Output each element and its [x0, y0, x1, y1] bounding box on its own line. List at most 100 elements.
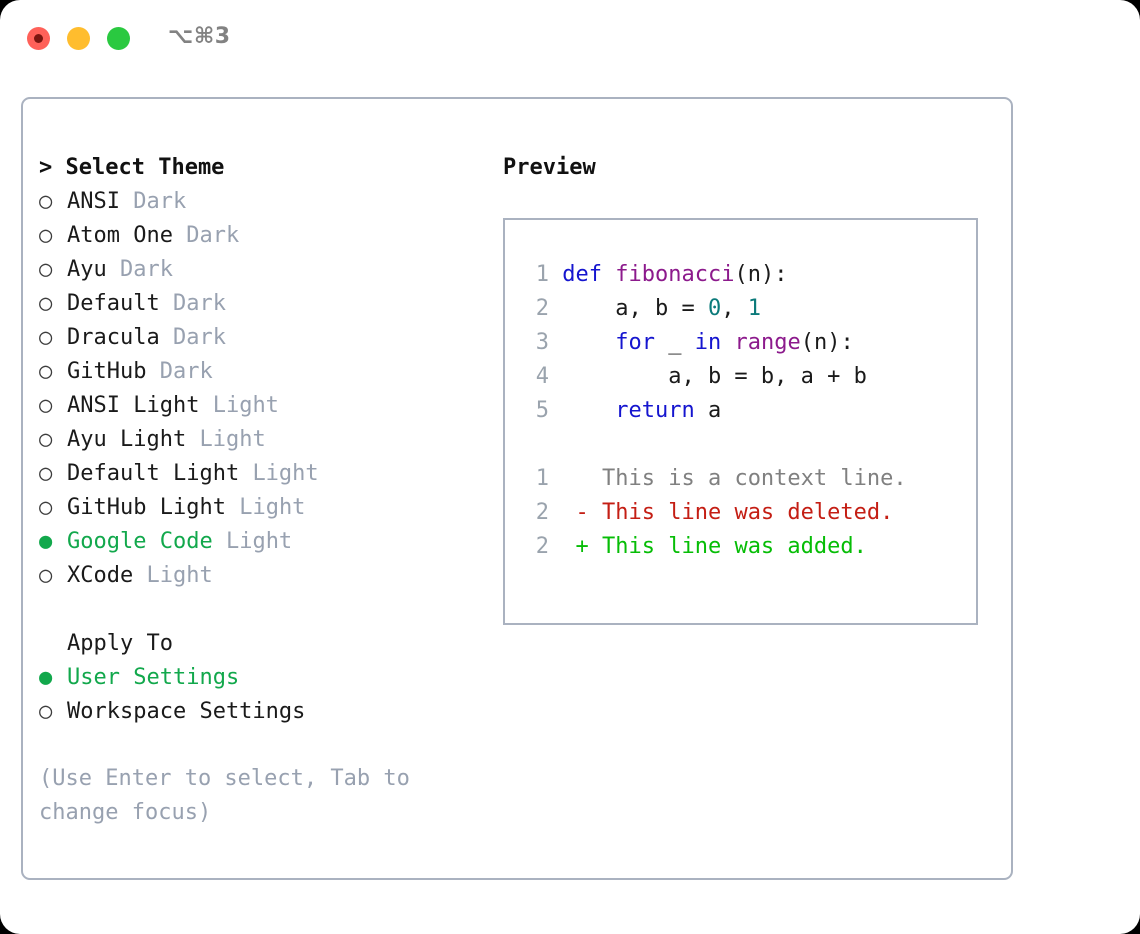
- theme-option-ansi-light[interactable]: ○ANSI Light Light: [39, 389, 469, 423]
- theme-option-kind: Dark: [172, 291, 226, 316]
- theme-option-label: Ayu Light: [67, 427, 187, 452]
- code-token-fn: range: [734, 330, 801, 355]
- code-line: 4 a, b = b, a + b: [525, 360, 976, 394]
- keyboard-hint-text: (Use Enter to select, Tab to change focu…: [39, 766, 424, 825]
- line-number: 4: [535, 364, 549, 389]
- theme-option-default[interactable]: ○ Default Dark: [39, 287, 469, 321]
- theme-option-list[interactable]: ○ANSI Dark○Atom One Dark○Ayu Dark○Defaul…: [39, 185, 469, 593]
- line-number: 2: [535, 296, 549, 321]
- apply-to-header: Apply To: [67, 631, 173, 656]
- theme-option-kind: Dark: [172, 325, 226, 350]
- theme-option-label: ANSI Light: [67, 393, 200, 418]
- apply-to-option-user-settings[interactable]: ●User Settings: [39, 661, 469, 695]
- radio-unselected-icon: ○: [39, 359, 53, 384]
- theme-option-kind: Light: [225, 529, 293, 554]
- code-line: 2 a, b = 0, 1: [525, 292, 976, 326]
- close-button[interactable]: [27, 27, 50, 50]
- code-token-kw: in: [694, 330, 722, 355]
- code-token-kw: def: [562, 262, 616, 287]
- radio-unselected-icon: ○: [39, 461, 53, 486]
- theme-option-label: ANSI: [67, 189, 120, 214]
- theme-option-kind: Dark: [159, 359, 213, 384]
- code-token-num: 1: [747, 296, 761, 321]
- radio-unselected-icon: ○: [39, 563, 53, 588]
- theme-option-kind: Light: [252, 461, 319, 486]
- close-icon: [34, 34, 43, 43]
- diff-text: This line was added.: [588, 534, 867, 559]
- theme-selector-panel: > Select Theme ○ANSI Dark○Atom One Dark○…: [21, 97, 1013, 880]
- theme-option-dracula[interactable]: ○ Dracula Dark: [39, 321, 469, 355]
- theme-option-kind: Light: [199, 427, 266, 452]
- theme-option-github[interactable]: ○GitHub Dark: [39, 355, 469, 389]
- theme-list-column: > Select Theme ○ANSI Dark○Atom One Dark○…: [39, 151, 469, 729]
- code-token-pl: [562, 330, 615, 355]
- radio-unselected-icon: ○: [39, 699, 53, 724]
- code-token-pl: (n):: [734, 262, 788, 287]
- theme-option-xcode[interactable]: ○ XCode Light: [39, 559, 469, 593]
- code-token-pl: ,: [721, 296, 748, 321]
- code-token-pl: a, b =: [562, 296, 708, 321]
- theme-option-default-light[interactable]: ○ Default Light Light: [39, 457, 469, 491]
- radio-unselected-icon: ○: [39, 189, 53, 214]
- theme-option-github-light[interactable]: ○ GitHub Light Light: [39, 491, 469, 525]
- code-token-num: 0: [707, 296, 722, 321]
- theme-option-label: GitHub Light: [67, 495, 226, 520]
- zoom-button[interactable]: [107, 27, 130, 50]
- theme-option-ansi[interactable]: ○ANSI Dark: [39, 185, 469, 219]
- apply-to-option-workspace-settings[interactable]: ○ Workspace Settings: [39, 695, 469, 729]
- diff-line-add: 2 + This line was added.: [525, 530, 976, 564]
- diff-text: This line was deleted.: [588, 500, 894, 525]
- theme-option-ayu-light[interactable]: ○ Ayu Light Light: [39, 423, 469, 457]
- diff-line-ctx: 1 This is a context line.: [525, 462, 976, 496]
- theme-option-label: Default Light: [67, 461, 240, 486]
- theme-option-google-code[interactable]: ● Google Code Light: [39, 525, 469, 559]
- diff-line-del: 2 - This line was deleted.: [525, 496, 976, 530]
- code-token-pl: _: [654, 330, 695, 355]
- theme-option-label: Google Code: [67, 529, 213, 554]
- preview-title: Preview: [503, 155, 596, 180]
- line-number: 5: [535, 398, 549, 423]
- minimize-button[interactable]: [67, 27, 90, 50]
- radio-selected-icon: ●: [39, 529, 53, 554]
- theme-option-kind: Light: [146, 563, 213, 588]
- diff-sample: 1 This is a context line.2 - This line w…: [525, 462, 976, 564]
- radio-unselected-icon: ○: [39, 291, 53, 316]
- code-token-pl: [721, 330, 734, 355]
- theme-option-ayu[interactable]: ○Ayu Dark: [39, 253, 469, 287]
- code-token-fn: fibonacci: [615, 262, 735, 287]
- code-line: 5 return a: [525, 394, 976, 428]
- theme-option-label: Atom One: [67, 223, 173, 248]
- diff-marker: -: [575, 500, 589, 525]
- line-number: 1: [535, 466, 549, 491]
- code-line: 1 def fibonacci(n):: [525, 258, 976, 292]
- theme-option-label: XCode: [67, 563, 134, 588]
- apply-to-option-list[interactable]: ●User Settings ○ Workspace Settings: [39, 661, 469, 729]
- line-number: 2: [535, 500, 549, 525]
- code-line: 3 for _ in range(n):: [525, 326, 976, 360]
- diff-marker: +: [575, 534, 589, 559]
- diff-text: This is a context line.: [588, 466, 907, 491]
- code-token-kw: for: [615, 330, 655, 355]
- list-spacer: [39, 593, 469, 627]
- title-bar: ⌥⌘3: [0, 0, 1140, 78]
- theme-option-atom-one[interactable]: ○Atom One Dark: [39, 219, 469, 253]
- radio-unselected-icon: ○: [39, 257, 53, 282]
- radio-unselected-icon: ○: [39, 325, 53, 350]
- radio-unselected-icon: ○: [39, 427, 53, 452]
- theme-option-kind: Dark: [120, 257, 173, 282]
- radio-unselected-icon: ○: [39, 495, 53, 520]
- keyboard-shortcut-label: ⌥⌘3: [168, 24, 231, 49]
- apply-to-option-label: Workspace Settings: [67, 699, 306, 724]
- radio-unselected-icon: ○: [39, 223, 53, 248]
- code-diff-spacer: [525, 428, 976, 462]
- radio-selected-icon: ●: [39, 665, 53, 690]
- theme-option-kind: Light: [239, 495, 306, 520]
- code-token-pl: (n):: [800, 330, 854, 355]
- radio-unselected-icon: ○: [39, 393, 53, 418]
- line-number: 2: [535, 534, 549, 559]
- theme-option-label: Dracula: [67, 325, 160, 350]
- line-number: 3: [535, 330, 549, 355]
- theme-option-label: Default: [67, 291, 160, 316]
